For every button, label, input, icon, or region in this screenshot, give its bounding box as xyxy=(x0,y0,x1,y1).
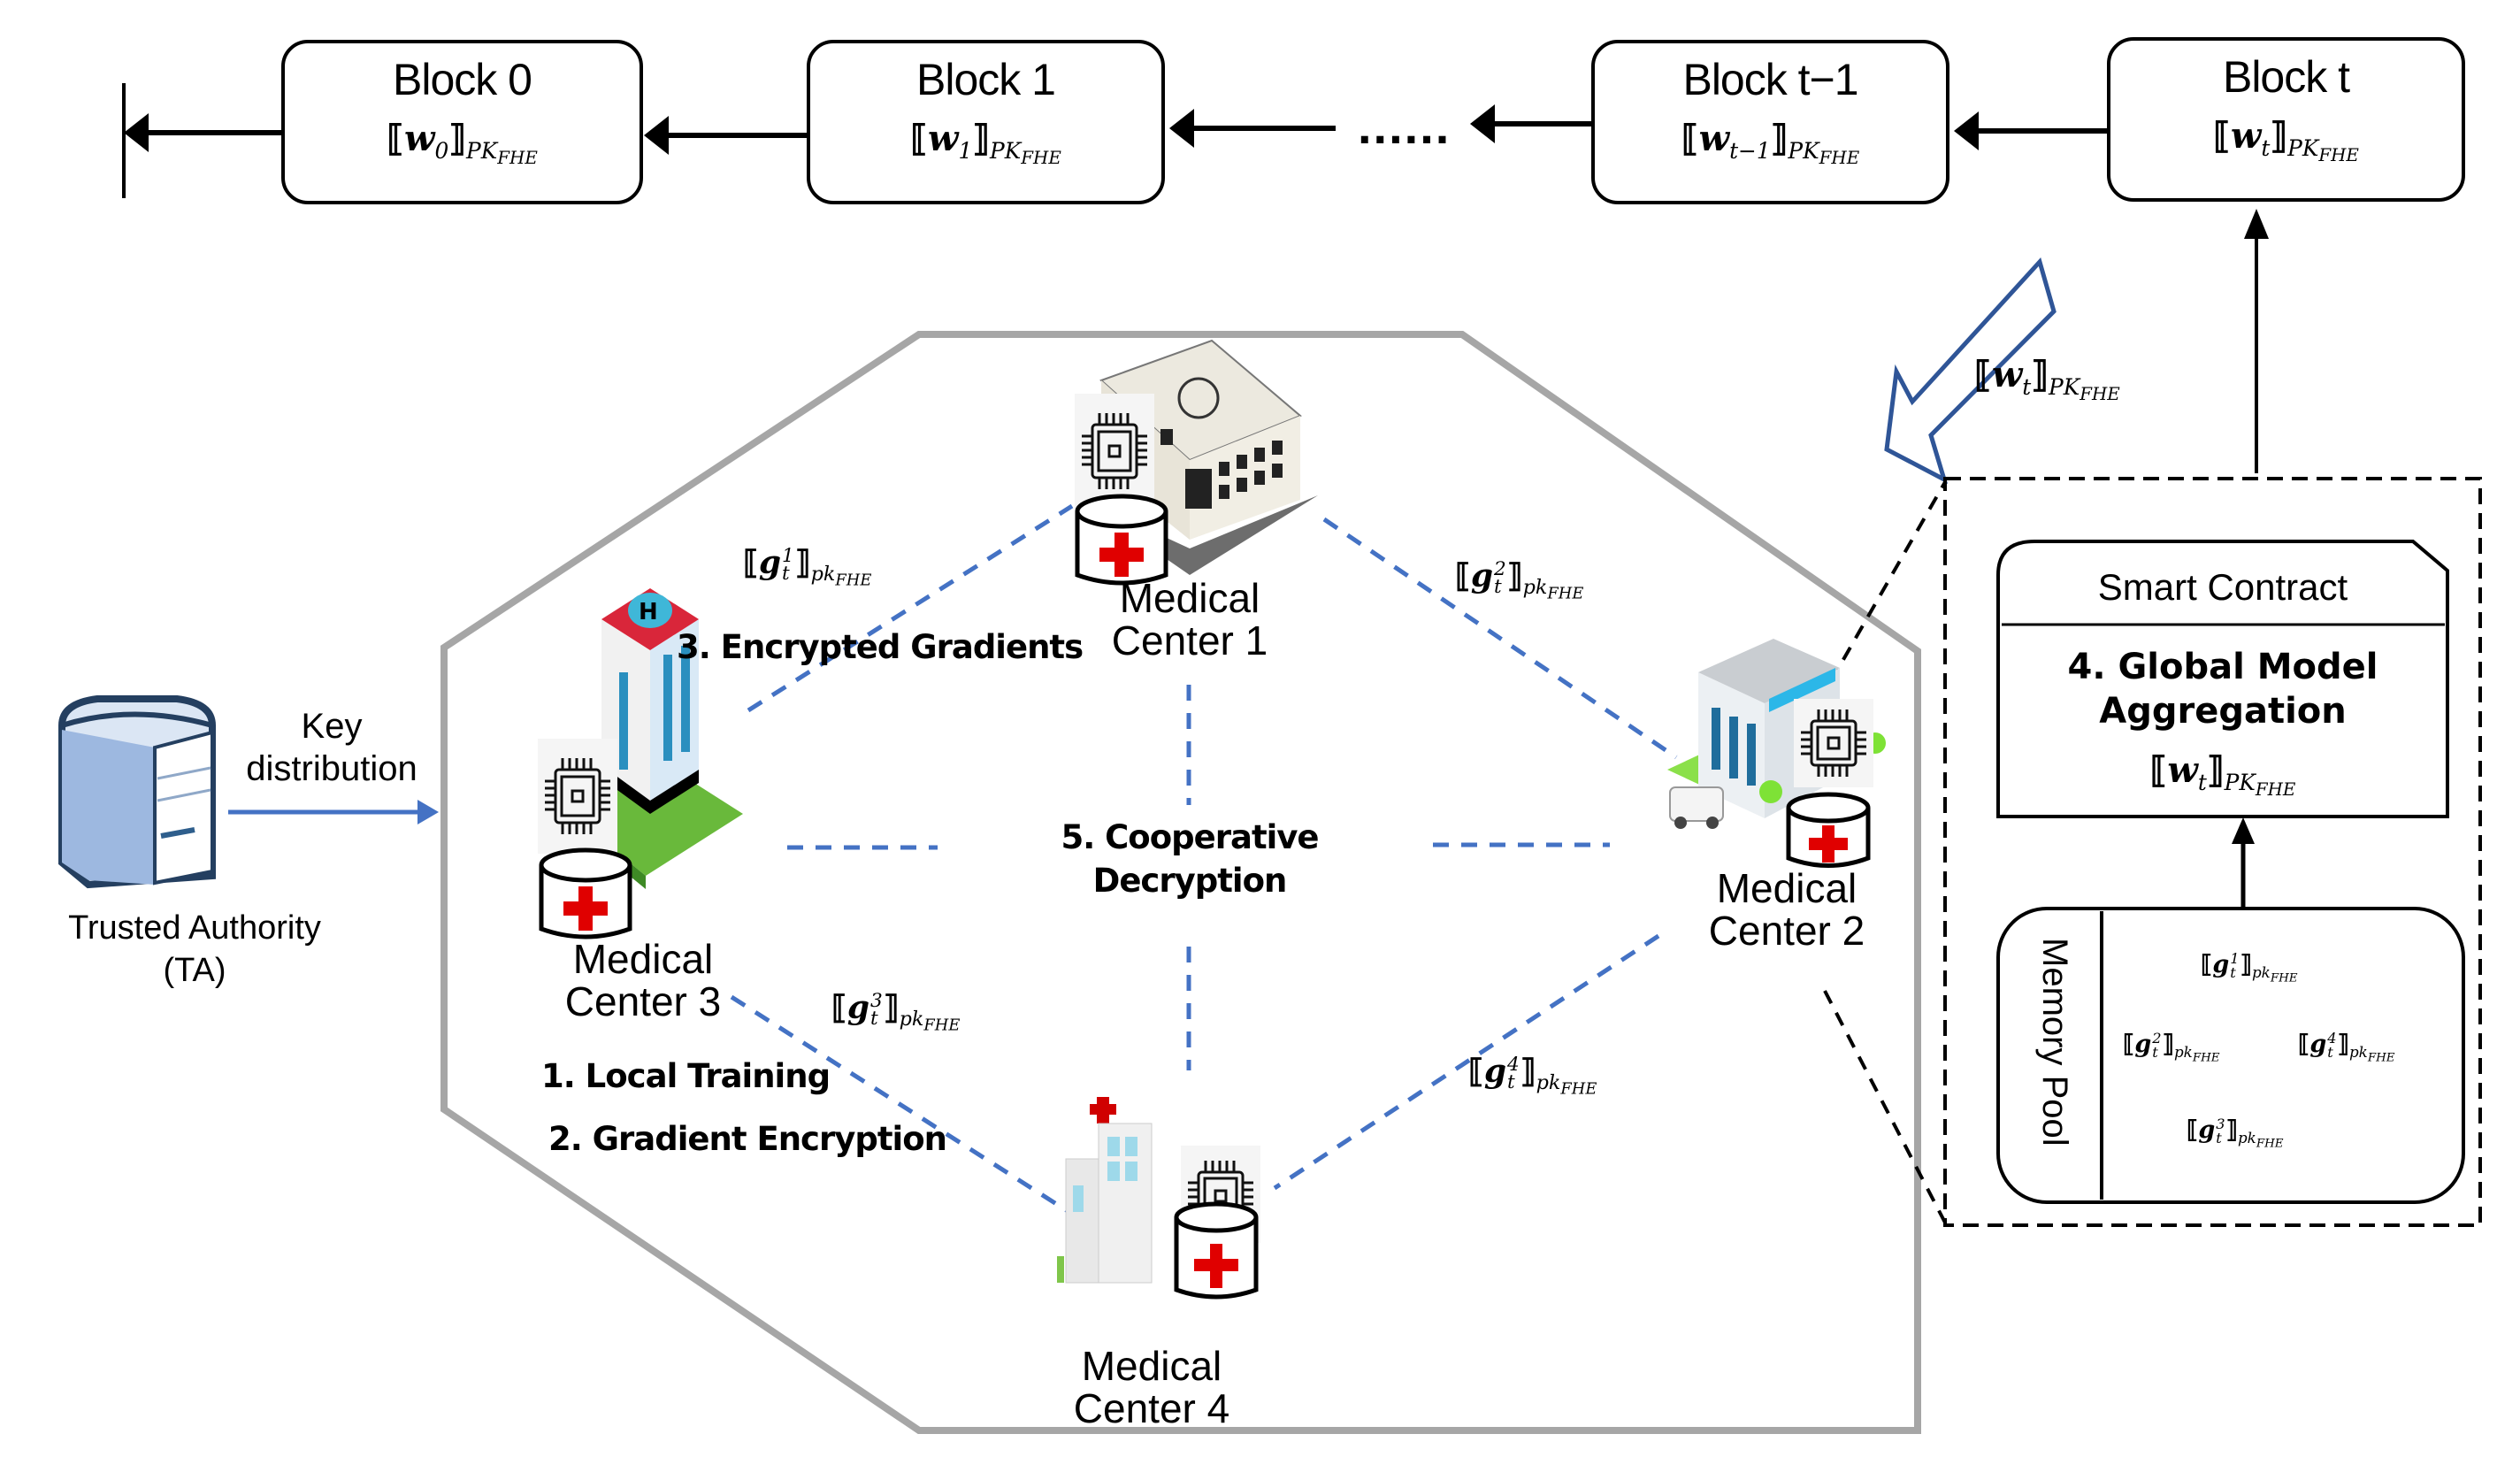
block-t-minus-1: Block t−1 ⟦wt−1⟧PKFHE xyxy=(1591,40,1949,204)
key-label-line2: distribution xyxy=(246,749,417,788)
memory-pool-label: Memory Pool xyxy=(2035,938,2074,1146)
mc-label-line1: Medical xyxy=(572,936,714,982)
step-1-local-training: 1. Local Training xyxy=(541,1057,831,1095)
medical-database-icon-mc4 xyxy=(1174,1201,1259,1300)
server-icon xyxy=(58,695,216,889)
smart-contract-title: Smart Contract xyxy=(2097,566,2348,608)
mc-label-line1: Medical xyxy=(1119,575,1260,621)
arrowhead xyxy=(1470,104,1495,143)
block-weight-formula: ⟦wt−1⟧PKFHE xyxy=(1681,118,1860,168)
block-weight-formula: ⟦w0⟧PKFHE xyxy=(387,118,538,168)
mc-label-line1: Medical xyxy=(1081,1343,1222,1389)
medical-database-icon-mc3 xyxy=(539,847,632,939)
chip-icon-mc2 xyxy=(1794,699,1873,787)
arrowhead xyxy=(644,116,669,155)
chain-ellipsis: ...... xyxy=(1358,98,1451,154)
block-title: Block t xyxy=(2222,52,2350,102)
mc-label-line2: Center 2 xyxy=(1708,908,1865,955)
node-dashed-box xyxy=(1943,477,2482,1227)
smart-contract-result: ⟦wt⟧PKFHE xyxy=(2149,749,2296,800)
step-5-cooperative-decryption: 5. Cooperative Decryption xyxy=(1017,818,1362,900)
medical-center-2-label: Medical Center 2 xyxy=(1658,867,1915,953)
link-mc3-mc1 xyxy=(747,503,1074,713)
arrowhead xyxy=(1954,111,1979,150)
svg-text:H: H xyxy=(639,599,658,625)
zoom-line-bottom xyxy=(1823,990,1947,1223)
mc-label-line1: Medical xyxy=(1716,865,1857,911)
block-weight-formula: ⟦w1⟧PKFHE xyxy=(910,118,1061,168)
step5-line1: 5. Cooperative xyxy=(1061,818,1319,856)
aggregation-line1: 4. Global Model xyxy=(2067,647,2378,687)
arrowhead xyxy=(124,113,149,152)
block-title: Block 1 xyxy=(916,55,1056,104)
ta-label-line2: (TA) xyxy=(163,951,226,989)
zoom-line-top xyxy=(1829,481,1947,682)
arrowhead xyxy=(2244,209,2269,239)
medical-center-4-label: Medical Center 4 xyxy=(1023,1345,1280,1430)
aggregation-line2: Aggregation xyxy=(2099,691,2347,732)
smart-contract-aggregation: 4. Global Model Aggregation xyxy=(2002,648,2444,730)
chip-icon-mc1 xyxy=(1075,394,1154,509)
medical-database-icon-mc1 xyxy=(1075,494,1168,586)
mc-label-line2: Center 1 xyxy=(1111,617,1268,664)
step-2-gradient-encryption: 2. Gradient Encryption xyxy=(548,1120,947,1158)
mc-label-line2: Center 4 xyxy=(1073,1385,1230,1432)
trusted-authority-label: Trusted Authority (TA) xyxy=(18,909,371,989)
block-t: Block t ⟦wt⟧PKFHE xyxy=(2107,37,2465,202)
medical-database-icon-mc2 xyxy=(1786,792,1871,868)
block-weight-formula: ⟦wt⟧PKFHE xyxy=(2213,115,2359,165)
block-title: Block t−1 xyxy=(1682,55,1858,104)
broadcast-weight-label: ⟦wt⟧PKFHE xyxy=(1974,354,2120,404)
step5-line2: Decryption xyxy=(1092,861,1288,900)
medical-center-1-label: Medical Center 1 xyxy=(1061,577,1318,663)
chip-icon-mc3 xyxy=(538,739,617,854)
key-label-line1: Key xyxy=(301,707,363,746)
block-title: Block 0 xyxy=(393,55,532,104)
step-3-encrypted-gradients: 3. Encrypted Gradients xyxy=(677,628,1084,666)
link-mc1-mc2 xyxy=(1322,517,1678,760)
hospital-building-icon-4 xyxy=(1057,1097,1153,1284)
arrowhead xyxy=(1169,109,1194,148)
arrowhead xyxy=(417,800,439,824)
memory-pool-box xyxy=(1996,907,2465,1204)
link-mc2-mc4 xyxy=(1273,933,1660,1191)
consortium-octagon xyxy=(440,331,1921,1434)
block-1: Block 1 ⟦w1⟧PKFHE xyxy=(807,40,1165,204)
hospital-building-icon-3: H xyxy=(548,588,743,889)
broadcast-arrow xyxy=(1884,257,2057,484)
arrowhead xyxy=(2232,817,2255,844)
smart-contract-box xyxy=(1996,540,2449,818)
block-0: Block 0 ⟦w0⟧PKFHE xyxy=(281,40,643,204)
ta-label-line1: Trusted Authority xyxy=(68,909,321,947)
key-distribution-label: Key distribution xyxy=(221,708,442,787)
mc-label-line2: Center 3 xyxy=(564,978,722,1025)
medical-center-3-label: Medical Center 3 xyxy=(515,938,771,1024)
